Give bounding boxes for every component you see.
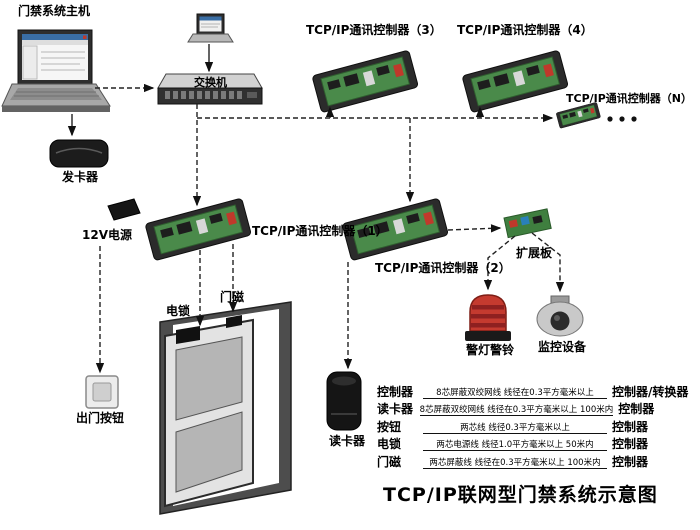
reader-label: 读卡器 <box>329 434 366 448</box>
controller-4-board-icon <box>461 49 569 114</box>
legend-to: 控制器 <box>612 437 649 452</box>
exit-button-label: 出门按钮 <box>76 411 125 425</box>
wiring-legend: 控制器 8芯屏蔽双绞网线 线径在0.3平方毫米以上 控制器/转换器 读卡器 8芯… <box>377 381 698 469</box>
legend-row: 控制器 8芯屏蔽双绞网线 线径在0.3平方毫米以上 控制器/转换器 <box>377 381 698 399</box>
expansion-label: 扩展板 <box>516 246 553 260</box>
alarm-label: 警灯警铃 <box>466 343 515 357</box>
dome-camera-icon <box>536 295 584 337</box>
legend-from: 按钮 <box>377 419 402 434</box>
ctrlN-label: TCP/IP通讯控制器（N） <box>566 92 693 105</box>
ctrl2-label: TCP/IP通讯控制器（2） <box>375 261 511 275</box>
host-laptop-icon <box>1 29 111 112</box>
legend-from: 控制器 <box>377 384 414 399</box>
line-ctrl2-to-expansion <box>447 224 502 233</box>
lock-label: 电锁 <box>166 304 191 318</box>
legend-from: 读卡器 <box>377 402 414 417</box>
legend-wire-spec: 两芯屏蔽线 线径在0.3平方毫米以上 100米内 <box>423 458 607 469</box>
alarm-beacon-icon <box>465 294 511 341</box>
camera-label: 监控设备 <box>538 340 587 354</box>
door-magnet-icon <box>226 315 242 328</box>
legend-to: 控制器/转换器 <box>612 384 689 399</box>
power-label: 12V电源 <box>82 228 132 242</box>
exit-button-icon <box>85 375 119 409</box>
legend-to: 控制器 <box>612 454 649 469</box>
network-switch-icon <box>157 73 263 105</box>
host-label: 门禁系统主机 <box>18 4 91 18</box>
expansion-board-icon <box>503 208 552 239</box>
legend-wire-spec: 两芯线 线径0.3平方毫米以上 <box>423 423 607 434</box>
sensor-label: 门磁 <box>220 290 245 304</box>
ctrl4-label: TCP/IP通讯控制器（4） <box>457 23 593 37</box>
card-reader-icon <box>326 371 362 431</box>
diagram-title: TCP/IP联网型门禁系统示意图 <box>383 484 658 506</box>
card-issuer-icon <box>49 139 109 168</box>
issuer-label: 发卡器 <box>62 170 99 184</box>
ellipsis-dots <box>607 116 637 122</box>
switch-label: 交换机 <box>194 76 227 89</box>
legend-row: 电锁 两芯电源线 线径1.0平方毫米以上 50米内 控制器 <box>377 434 698 452</box>
controller-3-board-icon <box>311 49 419 114</box>
legend-to: 控制器 <box>618 402 655 417</box>
legend-row: 按钮 两芯线 线径0.3平方毫米以上 控制器 <box>377 416 698 434</box>
top-laptop-icon <box>187 13 234 43</box>
electric-lock-icon <box>176 326 200 344</box>
line-expansion-to-camera <box>531 232 565 293</box>
connection-lines <box>67 44 565 374</box>
controller-n-board-icon <box>555 101 601 129</box>
legend-row: 门磁 两芯屏蔽线 线径在0.3平方毫米以上 100米内 控制器 <box>377 451 698 469</box>
power-adapter-icon <box>107 198 141 221</box>
legend-from: 电锁 <box>377 437 402 452</box>
door-icon <box>159 301 292 515</box>
legend-row: 读卡器 8芯屏蔽双绞网线 线径在0.3平方毫米以上 100米内 控制器 <box>377 399 698 417</box>
legend-from: 门磁 <box>377 454 402 469</box>
legend-wire-spec: 两芯电源线 线径1.0平方毫米以上 50米内 <box>423 440 607 452</box>
legend-wire-spec: 8芯屏蔽双绞网线 线径在0.3平方毫米以上 100米内 <box>419 405 614 417</box>
ctrl3-label: TCP/IP通讯控制器（3） <box>306 23 442 37</box>
line-expansion-to-alarm <box>483 235 516 291</box>
controller-1-board-icon <box>144 197 252 262</box>
legend-to: 控制器 <box>612 419 649 434</box>
ctrl1-label: TCP/IP通讯控制器（1） <box>252 224 388 238</box>
legend-wire-spec: 8芯屏蔽双绞网线 线径在0.3平方毫米以上 <box>423 388 607 399</box>
